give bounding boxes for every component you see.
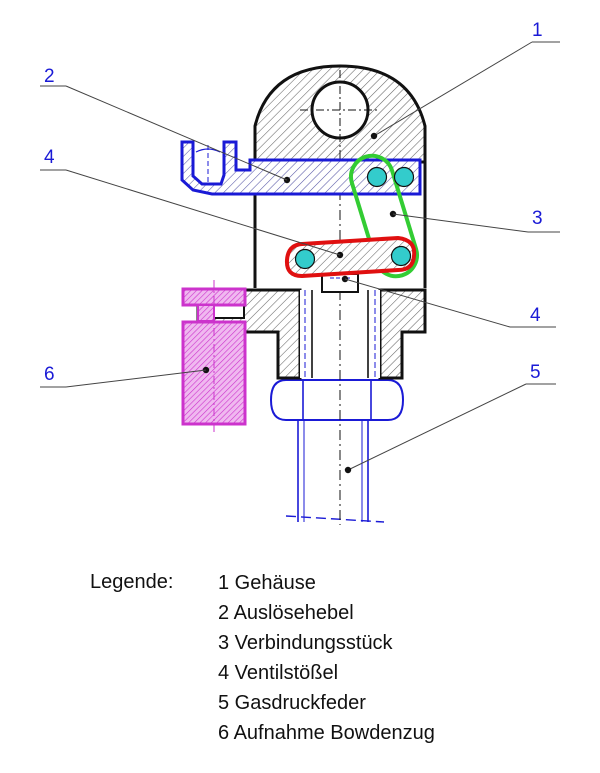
callout-6: 6 <box>44 364 55 385</box>
callout-3: 3 <box>532 208 543 229</box>
callout-4-lower: 4 <box>530 305 541 326</box>
legend-item: 4 Ventilstößel <box>218 662 339 684</box>
legend-list: 1 Gehäuse 2 Auslösehebel 3 Verbindungsst… <box>218 571 435 751</box>
leader-dots <box>344 132 378 474</box>
legend-item: 6 Aufnahme Bowdenzug <box>218 722 435 744</box>
leader-lines <box>40 41 560 471</box>
hex-nut <box>269 379 405 421</box>
release-lever <box>180 140 422 196</box>
legend-item: 1 Gehäuse <box>218 572 316 594</box>
housing <box>196 64 427 525</box>
callout-4-upper: 4 <box>44 147 55 168</box>
cable-mount <box>181 280 247 434</box>
valve-plunger <box>321 273 359 293</box>
callout-2: 2 <box>44 66 55 87</box>
legend-item: 3 Verbindungsstück <box>218 632 393 654</box>
legend-item: 2 Auslösehebel <box>218 602 354 624</box>
callout-5: 5 <box>530 362 541 383</box>
legend-item: 5 Gasdruckfeder <box>218 692 366 714</box>
legend-title: Legende: <box>90 571 174 593</box>
plunger-lever <box>284 235 417 283</box>
gas-spring <box>269 379 405 523</box>
callout-1: 1 <box>532 20 543 41</box>
pins <box>294 166 415 270</box>
